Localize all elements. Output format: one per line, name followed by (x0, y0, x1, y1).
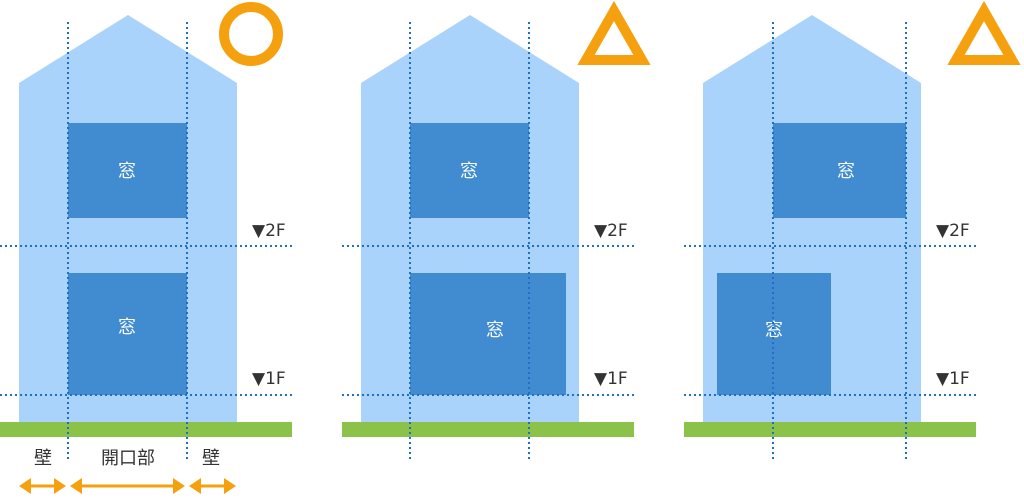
window-label: 窓 (118, 317, 136, 338)
dimension-label-opening: 開口部 (101, 448, 155, 469)
window-label: 窓 (118, 161, 136, 182)
floor-label-1f: ▼1F (594, 369, 628, 389)
panel-3: 窓 窓 ▼2F ▼1F (684, 0, 1021, 460)
rating-triangle-icon (947, 0, 1021, 65)
floor-label-1f: ▼1F (936, 369, 970, 389)
floor-label-2f: ▼2F (936, 221, 970, 241)
arrow-wall-left (19, 478, 66, 494)
ground-bar (0, 422, 292, 437)
window-label: 窓 (837, 161, 855, 182)
panel-1: 窓 窓 ▼2F ▼1F 壁 (0, 2, 292, 494)
window-label: 窓 (460, 161, 478, 182)
ground-bar (684, 422, 976, 437)
dimension-arrows (19, 478, 236, 494)
floor-label-2f: ▼2F (594, 221, 628, 241)
arrow-opening (70, 478, 185, 494)
rating-triangle-icon (577, 0, 651, 65)
floor-label-2f: ▼2F (252, 221, 286, 241)
arrow-wall-right (189, 478, 236, 494)
window-label: 窓 (765, 320, 783, 341)
window-1f (68, 273, 187, 395)
rating-circle-icon (219, 2, 283, 66)
dimension-label-wall-right: 壁 (202, 448, 220, 469)
panel-2: 窓 窓 ▼2F ▼1F (342, 0, 651, 460)
window-1f (410, 273, 566, 395)
window-2f (410, 123, 529, 218)
window-label: 窓 (486, 320, 504, 341)
floor-label-1f: ▼1F (252, 369, 286, 389)
window-2f (68, 123, 187, 218)
dimension-label-wall-left: 壁 (34, 448, 52, 469)
window-2f (773, 123, 906, 218)
ground-bar (342, 422, 634, 437)
